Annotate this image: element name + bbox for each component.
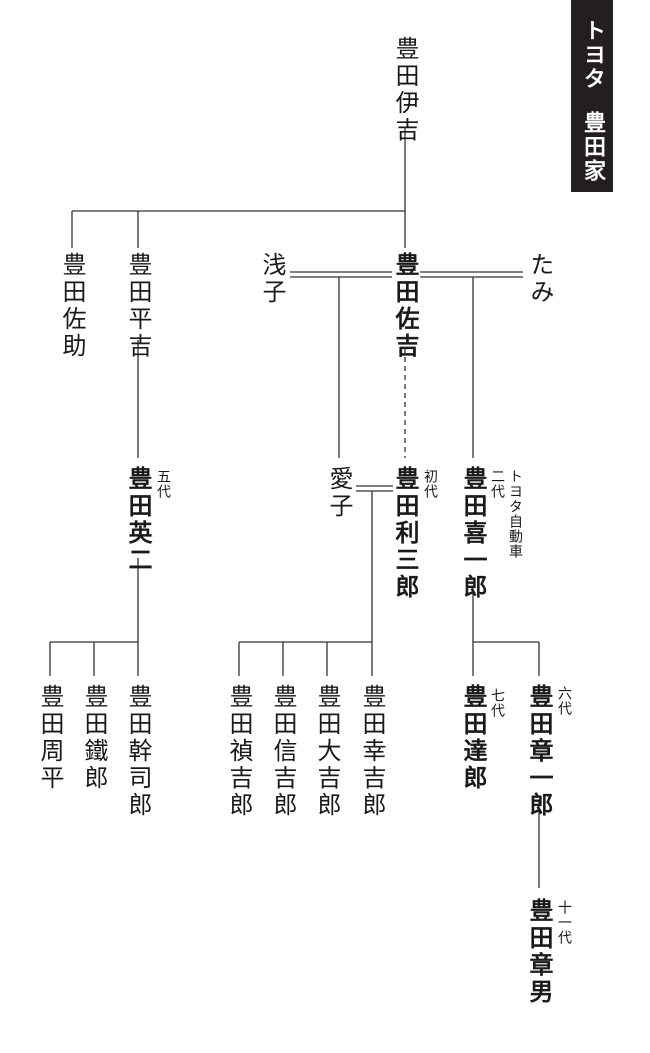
- person-sasuke-brother: 豊田佐助: [58, 252, 86, 360]
- person-daikichiro: 豊田大吉郎: [313, 684, 341, 819]
- person-tami: たみ: [526, 252, 554, 306]
- title-toyoda-family: 豊田家: [580, 111, 605, 183]
- person-shoichiro: 豊田章一郎: [525, 684, 553, 819]
- title-toyota: トヨタ: [580, 19, 605, 91]
- person-eiji: 豊田英二: [124, 466, 152, 574]
- person-tetsuro: 豊田鐵郎: [80, 684, 108, 792]
- title-banner: トヨタ豊田家: [571, 0, 613, 192]
- note-risaburo-generation: 初代: [422, 469, 438, 499]
- person-shinkichiro: 豊田信吉郎: [269, 684, 297, 819]
- person-shuhei: 豊田周平: [36, 684, 64, 792]
- person-heikichi: 豊田平吉: [124, 252, 152, 360]
- note-akio-generation: 十一代: [556, 900, 572, 945]
- person-kiichiro: 豊田喜一郎: [459, 466, 487, 601]
- person-teikichiro: 豊田禎吉郎: [225, 684, 253, 819]
- note-shoichiro-generation: 六代: [556, 686, 572, 716]
- note-kiichiro-company: トヨタ自動車: [507, 469, 523, 559]
- person-risaburo: 豊田利三郎: [391, 466, 419, 601]
- person-kokichiro: 豊田幸吉郎: [358, 684, 386, 819]
- person-akio: 豊田章男: [525, 898, 553, 1006]
- person-tatsuro: 豊田達郎: [459, 684, 487, 792]
- note-tatsuro-generation: 七代: [489, 688, 505, 718]
- person-ikichi: 豊田伊吉: [391, 36, 419, 144]
- person-asako: 浅子: [258, 252, 286, 306]
- person-aiko: 愛子: [325, 466, 353, 520]
- person-kanshiro: 豊田幹司郎: [124, 684, 152, 819]
- note-kiichiro-generation: 二代: [489, 469, 505, 499]
- person-sakichi: 豊田佐吉: [391, 252, 419, 360]
- note-eiji-generation: 五代: [155, 469, 171, 499]
